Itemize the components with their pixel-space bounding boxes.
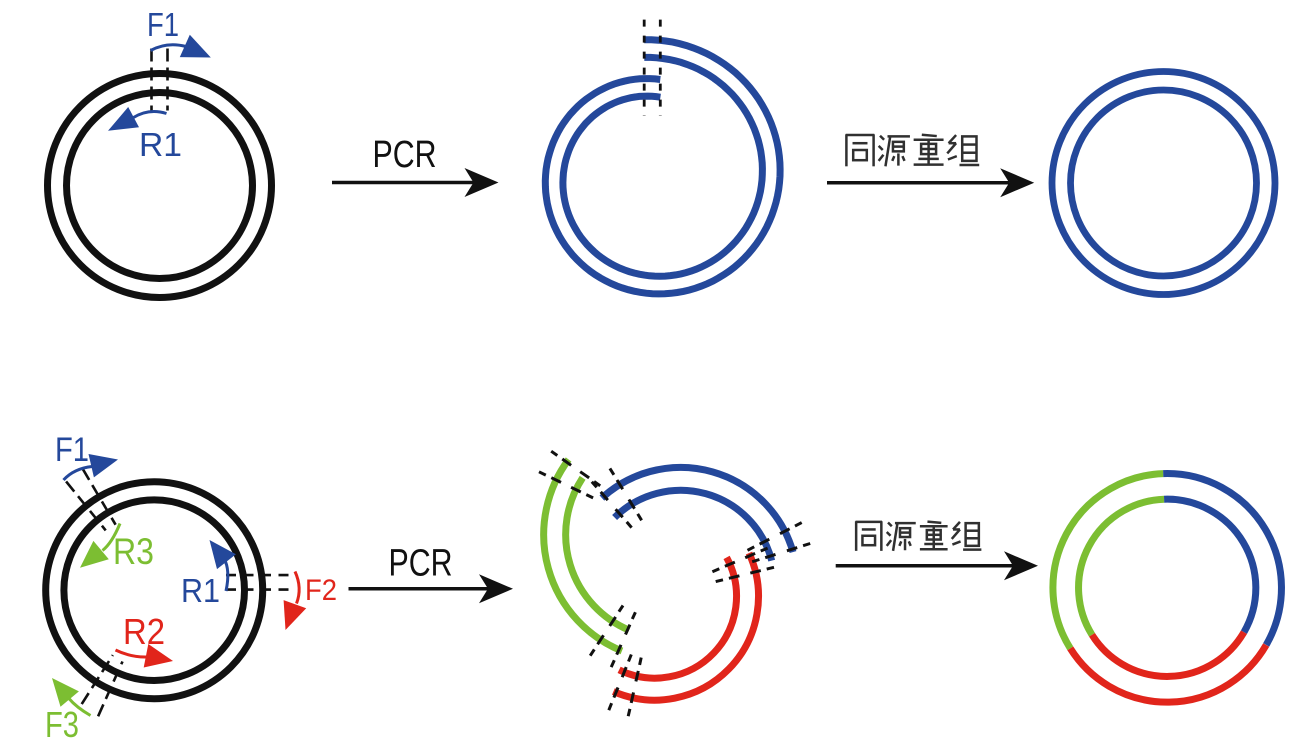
svg-text:R1: R1 xyxy=(181,572,220,609)
svg-text:R3: R3 xyxy=(113,531,154,572)
svg-text:F1: F1 xyxy=(55,431,89,469)
svg-text:F2: F2 xyxy=(305,574,337,607)
svg-text:F1: F1 xyxy=(147,6,179,43)
svg-text:F3: F3 xyxy=(45,704,79,745)
svg-text:PCR: PCR xyxy=(389,543,453,585)
svg-text:PCR: PCR xyxy=(373,134,437,176)
svg-text:R2: R2 xyxy=(123,611,165,652)
svg-text:R1: R1 xyxy=(139,126,182,163)
